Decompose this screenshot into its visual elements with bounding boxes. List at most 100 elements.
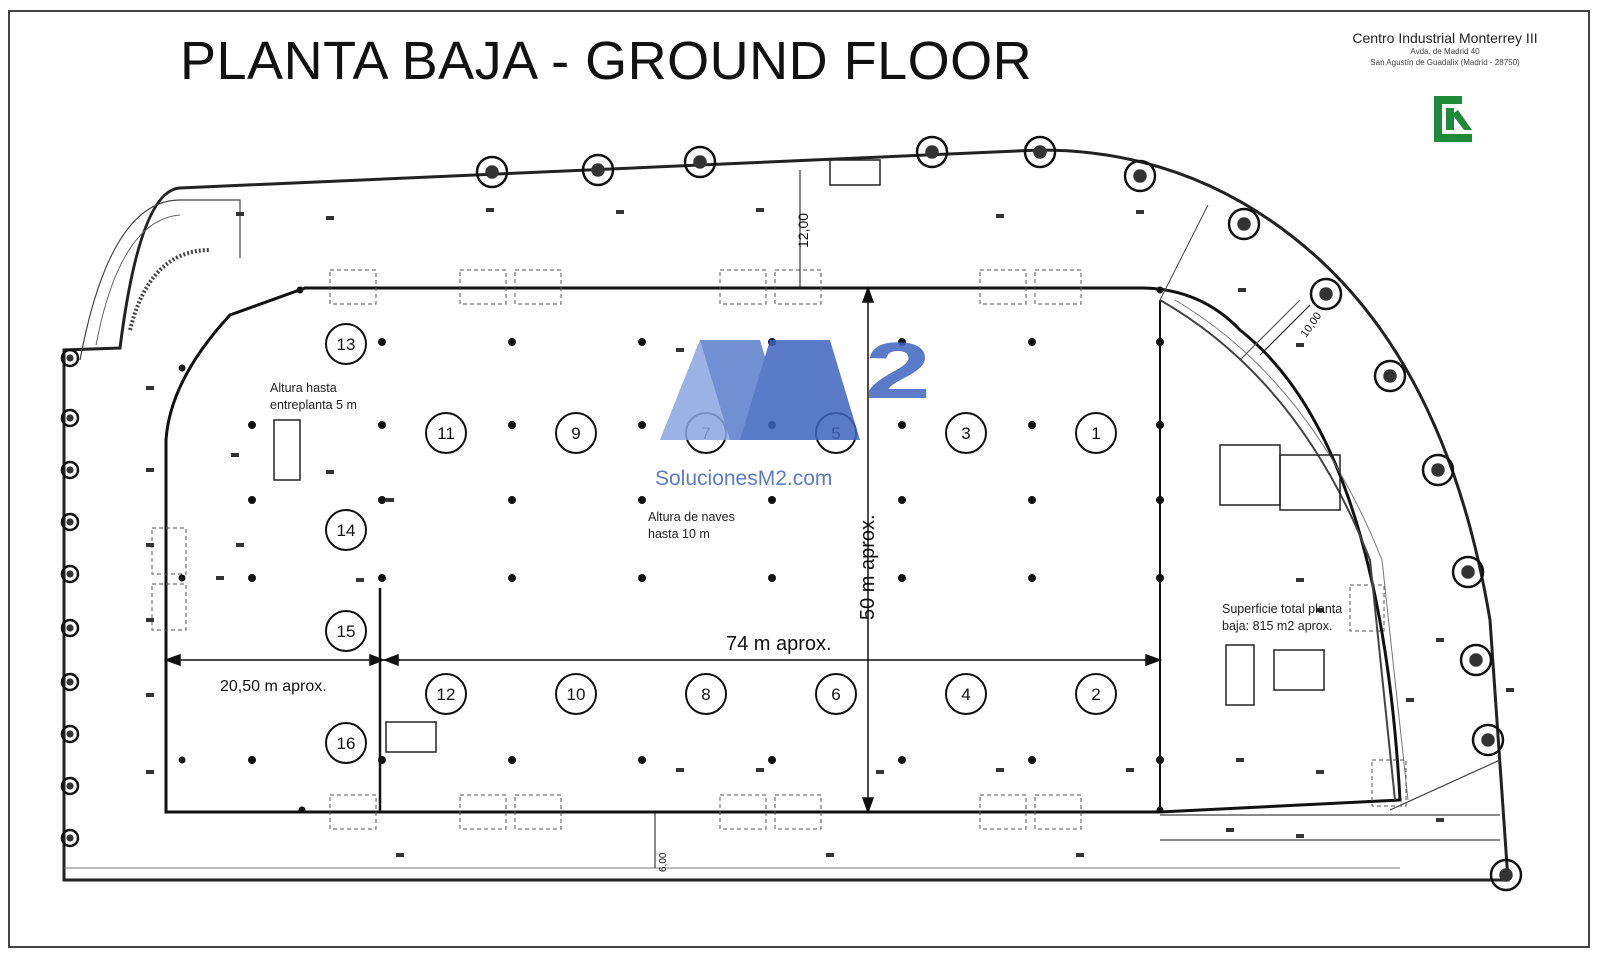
unit-marker-16: 16 xyxy=(325,722,367,764)
bay-height-label-2: hasta 10 m xyxy=(648,527,710,541)
fixture-mark xyxy=(1436,818,1444,822)
unit-number: 6 xyxy=(831,685,840,704)
column-dot xyxy=(508,338,516,346)
unit-number: 9 xyxy=(571,424,580,443)
fixture-mark xyxy=(756,768,764,772)
dim-setback-curve: 10,00 xyxy=(1299,310,1325,339)
unit-marker-6: 6 xyxy=(815,673,857,715)
mezzanine-label-2: entreplanta 5 m xyxy=(270,398,357,412)
unit-marker-1: 1 xyxy=(1075,412,1117,454)
tree-icon xyxy=(1023,135,1057,169)
tree-icon xyxy=(1459,643,1493,677)
unit-number: 10 xyxy=(567,685,586,704)
dim-setback-top: 12,00 xyxy=(795,213,811,248)
tree-icon xyxy=(475,155,509,189)
column-dot xyxy=(638,496,646,504)
fixture-mark xyxy=(1316,770,1324,774)
unit-number: 16 xyxy=(337,734,356,753)
column-dot xyxy=(898,421,906,429)
fixture-mark xyxy=(1236,758,1244,762)
site-boundary xyxy=(62,148,1510,882)
tree-icon xyxy=(683,145,717,179)
fixture-mark xyxy=(1136,210,1144,214)
dim-depth: 50 m aprox. xyxy=(857,514,879,620)
column-dot xyxy=(638,756,646,764)
fixture-mark xyxy=(996,768,1004,772)
fixture-mark xyxy=(996,214,1004,218)
unit-number: 11 xyxy=(437,424,455,443)
fixture-mark xyxy=(146,618,154,622)
column-dot xyxy=(1028,496,1036,504)
tree-icon xyxy=(60,672,80,692)
column-dot xyxy=(508,496,516,504)
company-address-line2: San Agustín de Guadalix (Madrid - 28750) xyxy=(1370,58,1520,67)
fixture-mark xyxy=(236,543,244,547)
column-dot xyxy=(378,756,386,764)
dimension-lines xyxy=(163,170,1311,868)
tree-icon xyxy=(60,724,80,744)
watermark-brand: 2 xyxy=(865,326,931,415)
column-dot xyxy=(178,364,186,372)
watermark-url: SolucionesM2.com xyxy=(655,467,832,490)
tree-icon xyxy=(581,153,615,187)
column-dot xyxy=(298,806,306,814)
column-dot xyxy=(1156,806,1164,814)
tree-icon xyxy=(60,776,80,796)
unit-number: 4 xyxy=(961,685,970,704)
column-dot xyxy=(1156,756,1164,764)
fixture-mark xyxy=(676,348,684,352)
unit-marker-8: 8 xyxy=(685,673,727,715)
column-dot xyxy=(1028,756,1036,764)
column-dot xyxy=(248,756,256,764)
tree-icon xyxy=(1373,359,1407,393)
fixture-mark xyxy=(231,453,239,457)
tree-icon xyxy=(1451,555,1485,589)
tree-icon xyxy=(60,828,80,848)
fixture-mark xyxy=(1436,638,1444,642)
unit-marker-12: 12 xyxy=(425,673,467,715)
unit-marker-9: 9 xyxy=(555,412,597,454)
column-dot xyxy=(638,338,646,346)
dim-width-left: 20,50 m aprox. xyxy=(220,678,327,695)
fixture-mark xyxy=(876,770,884,774)
fixture-mark xyxy=(146,386,154,390)
company-block: Centro Industrial Monterrey III Avda. de… xyxy=(1300,30,1590,68)
tree-icon xyxy=(60,460,80,480)
tree-icon xyxy=(60,408,80,428)
tree-icon xyxy=(915,135,949,169)
column-dot xyxy=(1156,574,1164,582)
surface-label-1: Superficie total planta xyxy=(1222,602,1342,616)
fixture-mark xyxy=(326,216,334,220)
fixture-mark xyxy=(1296,834,1304,838)
fixture-mark xyxy=(1296,578,1304,582)
column-dot xyxy=(638,421,646,429)
unit-marker-15: 15 xyxy=(325,610,367,652)
column-dot xyxy=(378,496,386,504)
fixture-mark xyxy=(216,576,224,580)
landscaping-trees xyxy=(60,135,1523,892)
fixture-mark xyxy=(1238,288,1246,292)
column-dot xyxy=(1156,496,1164,504)
company-address-line1: Avda. de Madrid 40 xyxy=(1410,47,1480,56)
unit-number: 1 xyxy=(1091,424,1100,443)
fixture-mark xyxy=(616,210,624,214)
column-dot xyxy=(1028,421,1036,429)
unit-number: 15 xyxy=(337,622,356,641)
watermark-logo: 2 SolucionesM2.com xyxy=(655,326,931,490)
column-dot xyxy=(248,496,256,504)
stair-cores xyxy=(273,159,1341,753)
column-dot xyxy=(898,574,906,582)
unit-marker-10: 10 xyxy=(555,673,597,715)
column-dot xyxy=(248,421,256,429)
fixture-mark xyxy=(356,578,364,582)
fixture-mark xyxy=(236,212,244,216)
unit-marker-4: 4 xyxy=(945,673,987,715)
column-dot xyxy=(768,574,776,582)
tree-icon xyxy=(1123,159,1157,193)
tree-icon xyxy=(1421,453,1455,487)
company-name: Centro Industrial Monterrey III xyxy=(1352,30,1538,46)
column-dot xyxy=(508,574,516,582)
column-dot xyxy=(378,421,386,429)
tree-icon xyxy=(60,564,80,584)
column-dot xyxy=(378,338,386,346)
